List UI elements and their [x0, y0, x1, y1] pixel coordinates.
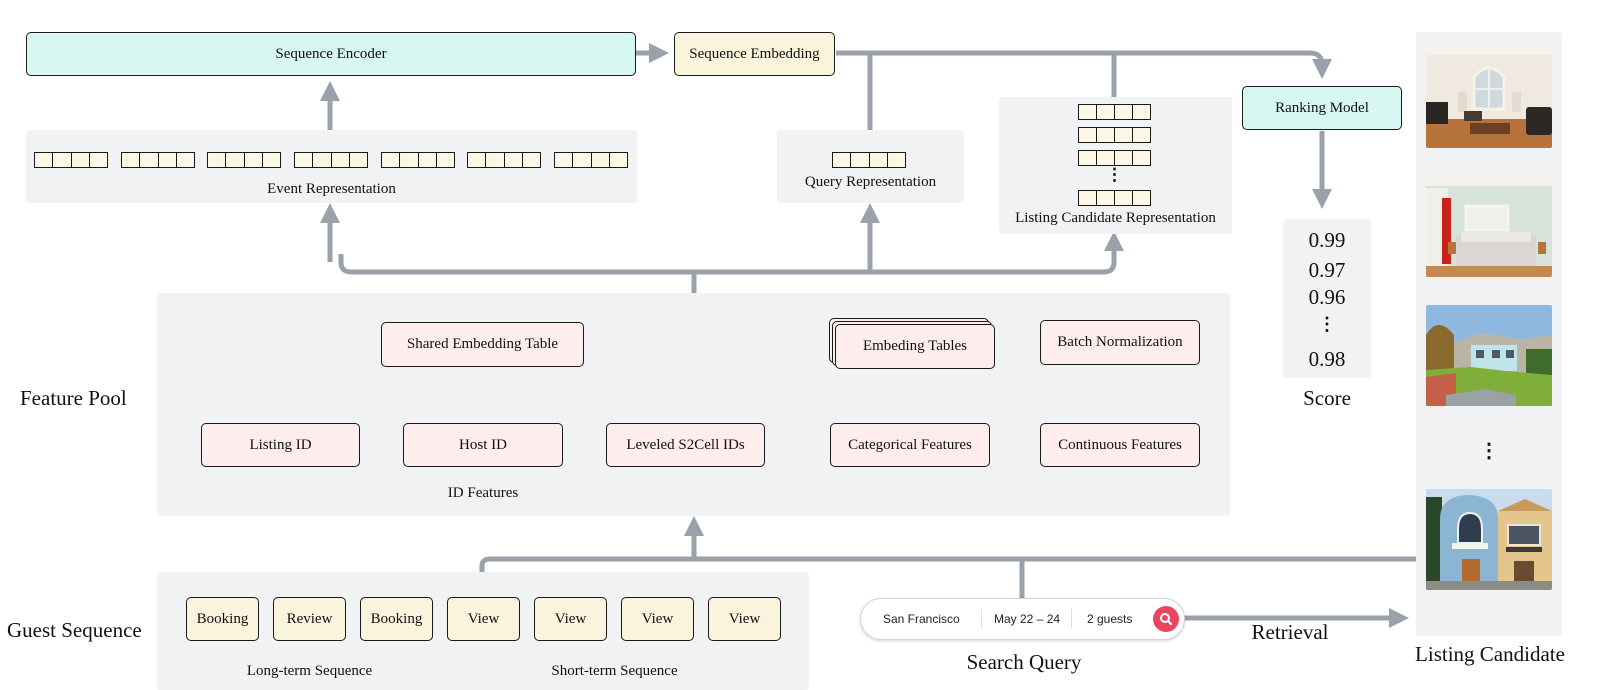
shared-embedding-table-box: Shared Embedding Table	[381, 322, 584, 367]
arrow-embedding-to-ranking	[836, 50, 1332, 79]
line-inputs-collector	[479, 556, 1417, 572]
event-box-view: View	[447, 597, 520, 641]
search-guests[interactable]: 2 guests	[1087, 612, 1133, 626]
embedding-tables-box: Embeding Tables	[835, 324, 995, 369]
event-box-booking: Booking	[186, 597, 259, 641]
event-vector	[207, 152, 281, 168]
search-button[interactable]	[1153, 606, 1179, 632]
search-bar[interactable]: San Francisco May 22 – 24 2 guests	[860, 598, 1185, 640]
event-vector	[467, 152, 541, 168]
guest-sequence-title: Guest Sequence	[7, 618, 142, 642]
search-icon	[1160, 613, 1172, 625]
line-pool-split	[338, 254, 1117, 275]
continuous-features-box: Continuous Features	[1040, 423, 1200, 467]
event-vector	[121, 152, 195, 168]
score-value: 0.96	[1308, 285, 1346, 309]
retrieval-label: Retrieval	[1251, 620, 1329, 644]
long-term-sequence-label: Long-term Sequence	[246, 663, 373, 679]
candidate-vector	[1078, 104, 1151, 120]
candidate-representation-label: Listing Candidate Representation	[1015, 210, 1216, 226]
score-value: 0.98	[1308, 347, 1346, 371]
event-vector	[381, 152, 455, 168]
score-panel	[1283, 219, 1371, 378]
event-box-view: View	[708, 597, 781, 641]
event-vector	[294, 152, 368, 168]
search-query-title: Search Query	[966, 650, 1082, 674]
ranking-model-box: Ranking Model	[1242, 86, 1402, 130]
house-exterior-photo	[1426, 489, 1552, 590]
leveled-s2cell-ids-box: Leveled S2Cell IDs	[606, 423, 765, 467]
candidate-vector	[1078, 127, 1151, 143]
bedroom-photo	[1426, 176, 1552, 277]
feature-pool-title: Feature Pool	[20, 386, 127, 410]
id-features-label: ID Features	[447, 485, 519, 501]
short-term-sequence-label: Short-term Sequence	[551, 663, 678, 679]
event-box-view: View	[621, 597, 694, 641]
search-divider	[1071, 609, 1072, 629]
score-value: 0.97	[1308, 258, 1346, 282]
event-vector	[34, 152, 108, 168]
backyard-photo	[1426, 305, 1552, 406]
candidate-vector	[1078, 150, 1151, 166]
listing-candidate-title: Listing Candidate	[1415, 642, 1565, 666]
listing-id-box: Listing ID	[201, 423, 360, 467]
search-divider	[981, 609, 982, 629]
event-vector	[554, 152, 628, 168]
event-representation-label: Event Representation	[267, 181, 396, 197]
search-dates[interactable]: May 22 – 24	[994, 612, 1061, 626]
batch-normalization-box: Batch Normalization	[1040, 320, 1200, 365]
listing-ellipsis: ⋮	[1479, 440, 1499, 462]
event-box-booking: Booking	[360, 597, 433, 641]
living-room-photo	[1426, 47, 1552, 148]
event-box-review: Review	[273, 597, 346, 641]
host-id-box: Host ID	[403, 423, 563, 467]
event-box-view: View	[534, 597, 607, 641]
query-representation-label: Query Representation	[804, 174, 937, 190]
candidate-vector	[1078, 190, 1151, 206]
categorical-features-box: Categorical Features	[830, 423, 990, 467]
candidate-ellipsis: ⋮	[1106, 165, 1123, 184]
score-title: Score	[1303, 386, 1351, 410]
score-ellipsis: ⋮	[1318, 314, 1336, 334]
query-vector	[832, 152, 906, 168]
score-value: 0.99	[1308, 228, 1346, 252]
sequence-embedding-box: Sequence Embedding	[674, 32, 835, 76]
sequence-encoder-box: Sequence Encoder	[26, 32, 636, 76]
search-location[interactable]: San Francisco	[883, 612, 960, 626]
